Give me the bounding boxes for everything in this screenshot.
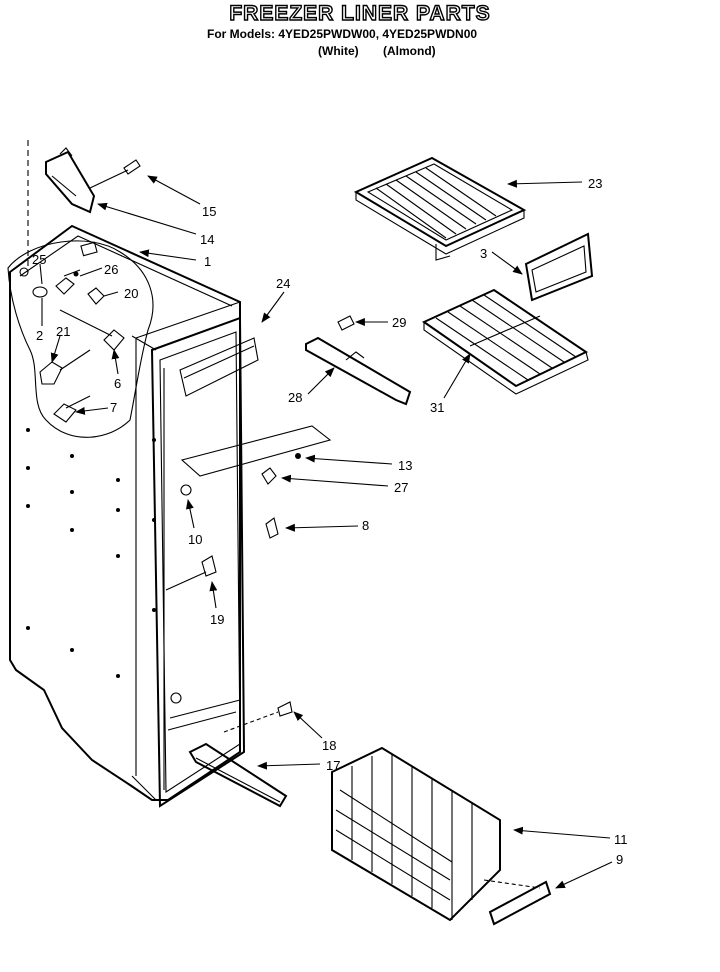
callout-14: 14 bbox=[200, 232, 214, 247]
part-18-screw bbox=[223, 701, 293, 733]
part-13-27-panel bbox=[180, 425, 332, 485]
part-28-bracket bbox=[305, 336, 412, 406]
cutaway-detail bbox=[7, 240, 154, 438]
callout-27: 27 bbox=[394, 480, 408, 495]
callout-25: 25 bbox=[32, 252, 46, 267]
callout-24: 24 bbox=[276, 276, 290, 291]
part-19-switch bbox=[165, 555, 217, 591]
models-line: For Models: 4YED25PWDW00, 4YED25PWDN00 bbox=[207, 27, 478, 41]
callout-26: 26 bbox=[104, 262, 118, 277]
part-10-grommet bbox=[180, 484, 192, 496]
color-almond: (Almond) bbox=[383, 44, 436, 58]
callout-20: 20 bbox=[124, 286, 138, 301]
part-11-basket bbox=[331, 746, 501, 922]
part-9-clip bbox=[483, 879, 552, 926]
callout-1: 1 bbox=[204, 254, 211, 269]
callout-8: 8 bbox=[362, 518, 369, 533]
part-14-bracket bbox=[45, 147, 96, 214]
callout-23: 23 bbox=[588, 176, 602, 191]
freezer-liner bbox=[9, 224, 259, 808]
part-23-shelf bbox=[353, 156, 527, 261]
callout-28: 28 bbox=[288, 390, 302, 405]
callout-7: 7 bbox=[110, 400, 117, 415]
part-8-clip bbox=[265, 517, 279, 539]
callout-13: 13 bbox=[398, 458, 412, 473]
part-29-screw bbox=[337, 315, 355, 331]
part-15-screw bbox=[89, 159, 141, 189]
callout-labels: 15 14 1 25 26 20 2 21 6 7 23 3 24 29 28 … bbox=[32, 176, 628, 867]
part-3-rail bbox=[524, 232, 594, 302]
part-31-wire-shelf bbox=[421, 288, 589, 395]
callout-6: 6 bbox=[114, 376, 121, 391]
callout-29: 29 bbox=[392, 315, 406, 330]
callout-10: 10 bbox=[188, 532, 202, 547]
callout-11: 11 bbox=[614, 832, 628, 847]
callout-31: 31 bbox=[430, 400, 444, 415]
callout-18: 18 bbox=[322, 738, 336, 753]
callout-17: 17 bbox=[326, 758, 340, 773]
callout-15: 15 bbox=[202, 204, 216, 219]
color-white: (White) bbox=[318, 44, 359, 58]
callout-21: 21 bbox=[56, 324, 70, 339]
callout-9: 9 bbox=[616, 852, 623, 867]
leader-lines bbox=[39, 175, 613, 889]
callout-2: 2 bbox=[36, 328, 43, 343]
callout-19: 19 bbox=[210, 612, 224, 627]
part-17-cover bbox=[188, 742, 288, 808]
callout-3: 3 bbox=[480, 246, 487, 261]
page-title: FREEZER LINER PARTS bbox=[229, 1, 491, 25]
